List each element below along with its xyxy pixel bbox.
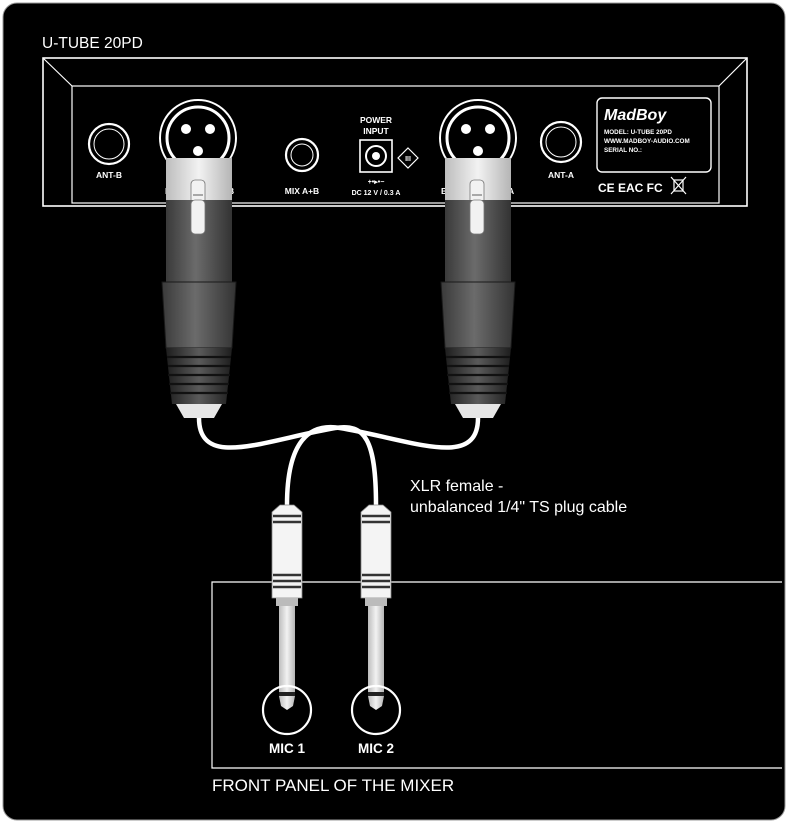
ts-plug-mic1 <box>271 504 303 710</box>
power-input-label-2: INPUT <box>363 126 389 136</box>
polarity-symbol: +•▸•− <box>368 179 385 186</box>
ts-plug-mic2 <box>360 504 392 710</box>
class-iii-icon: III <box>397 147 419 169</box>
antenna-b-connector <box>87 122 131 166</box>
device-rear-panel <box>42 57 748 207</box>
power-input-jack <box>359 139 393 173</box>
mixer-front-panel <box>211 581 782 769</box>
brand-logo: MadBoy <box>604 107 667 124</box>
mic2-jack <box>350 684 402 736</box>
mixer-panel-caption: FRONT PANEL OF THE MIXER <box>212 776 454 795</box>
mic2-label: MIC 2 <box>358 741 394 756</box>
certification-marks: CE EAC FC <box>598 181 663 195</box>
y-cable-wires <box>196 415 481 508</box>
output-a-label-right: A <box>508 186 514 196</box>
cable-description-line2: unbalanced 1/4" TS plug cable <box>410 499 627 516</box>
mic1-label: MIC 1 <box>269 741 305 756</box>
antenna-a-label: ANT-A <box>548 170 574 180</box>
brand-model-line: MODEL: U-TUBE 20PD <box>604 129 672 136</box>
xlr-plug-b <box>161 158 237 418</box>
power-input-label-1: POWER <box>360 115 392 125</box>
cable-description-line1: XLR female - <box>410 478 503 495</box>
weee-bin-icon <box>670 176 687 195</box>
antenna-b-label: ANT-B <box>96 170 122 180</box>
brand-serial-line: SERIAL NO.: <box>604 147 642 154</box>
mic1-jack <box>261 684 313 736</box>
antenna-a-connector <box>539 120 583 164</box>
output-a-label-left: B <box>441 186 447 196</box>
dc-rating-label: DC 12 V / 0.3 A <box>352 190 401 197</box>
mix-output-label: MIX A+B <box>285 186 319 196</box>
brand-web-line: WWW.MADBOY-AUDIO.COM <box>604 138 690 145</box>
mix-output-jack <box>284 137 320 173</box>
brand-label-plate <box>596 97 712 173</box>
device-title: U-TUBE 20PD <box>42 35 143 52</box>
class-iii-symbol: III <box>405 156 411 163</box>
xlr-plug-a <box>440 158 516 418</box>
